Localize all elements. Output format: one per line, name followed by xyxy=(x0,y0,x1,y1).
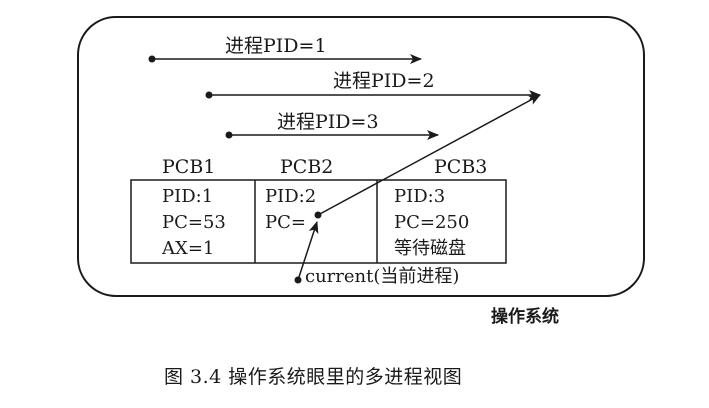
pcb-header-3: PCB3 xyxy=(434,156,488,178)
current-pointer-arrow xyxy=(294,221,319,284)
os-label: 操作系统 xyxy=(491,307,559,327)
process-arrow-2 xyxy=(205,90,541,100)
pcb-header-1: PCB1 xyxy=(162,156,216,178)
figure-caption: 图 3.4 操作系统眼里的多进程视图 xyxy=(164,366,463,388)
pcb2-line-2: PC= xyxy=(265,212,306,233)
pcb1-line-3: AX=1 xyxy=(162,238,215,259)
pcb-table xyxy=(130,179,507,264)
pcb1-line-2: PC=53 xyxy=(162,212,226,233)
pcb1-line-1: PID:1 xyxy=(162,186,214,207)
process-arrow-1 xyxy=(148,54,422,64)
process-label-2: 进程PID=2 xyxy=(333,70,435,92)
pcb-header-2: PCB2 xyxy=(280,156,334,178)
current-label: current(当前进程) xyxy=(305,266,460,287)
process-label-3: 进程PID=3 xyxy=(277,111,379,133)
pcb3-line-1: PID:3 xyxy=(394,186,446,207)
process-arrow-3 xyxy=(225,130,439,140)
process-label-1: 进程PID=1 xyxy=(225,35,327,57)
pc-pointer-arrow xyxy=(314,94,541,219)
pcb3-line-2: PC=250 xyxy=(394,212,470,233)
pcb2-line-1: PID:2 xyxy=(265,186,317,207)
os-frame xyxy=(77,16,645,297)
pcb3-line-3: 等待磁盘 xyxy=(394,238,466,259)
